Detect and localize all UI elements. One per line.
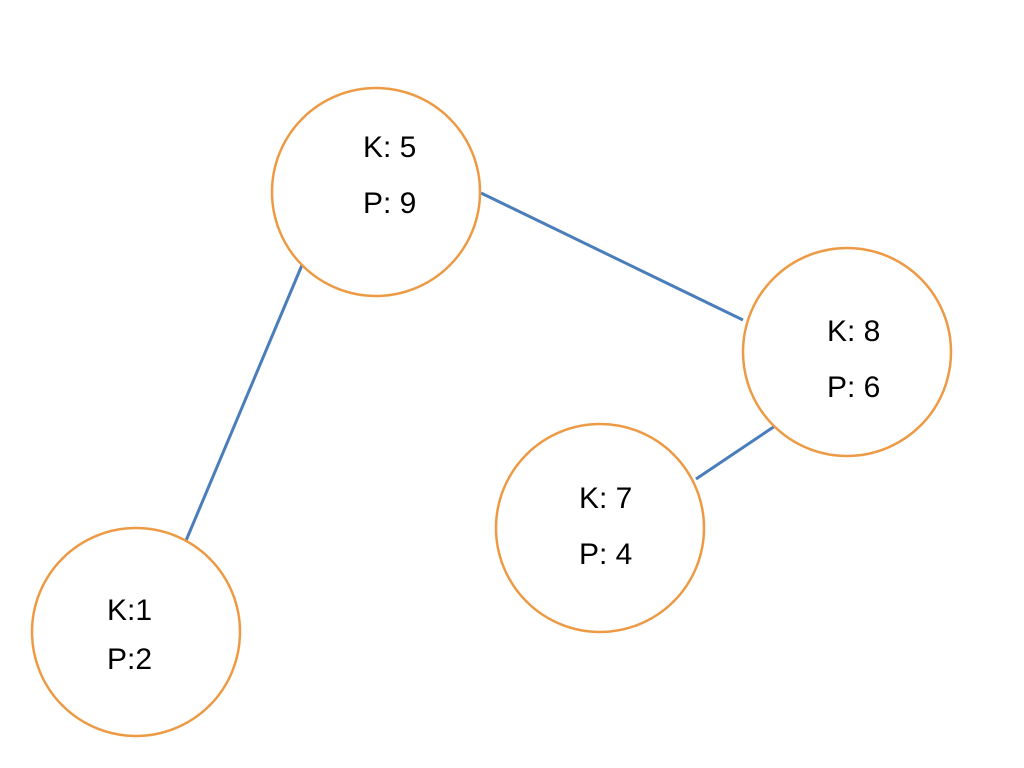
node-k1-key: K:1 (107, 594, 152, 627)
node-k8-key: K: 8 (827, 315, 880, 348)
node-k1: K:1 P:2 (30, 526, 242, 738)
node-k5-circle (270, 86, 482, 298)
node-k8-priority: P: 6 (827, 371, 880, 404)
node-k7-circle (494, 422, 706, 634)
node-k5-priority: P: 9 (363, 187, 416, 220)
edge-5-to-8 (480, 191, 744, 322)
node-k7-priority: P: 4 (579, 538, 632, 571)
node-k8-circle (741, 246, 953, 458)
node-k8: K: 8 P: 6 (741, 246, 953, 458)
node-k1-circle (30, 526, 242, 738)
node-k7-key: K: 7 (579, 482, 632, 515)
edge-8-to-7 (695, 424, 776, 481)
node-k5-key: K: 5 (363, 131, 416, 164)
node-k1-priority: P:2 (107, 643, 152, 676)
node-k5: K: 5 P: 9 (270, 86, 482, 298)
edge-5-to-1 (183, 264, 304, 544)
node-k7: K: 7 P: 4 (494, 422, 706, 634)
